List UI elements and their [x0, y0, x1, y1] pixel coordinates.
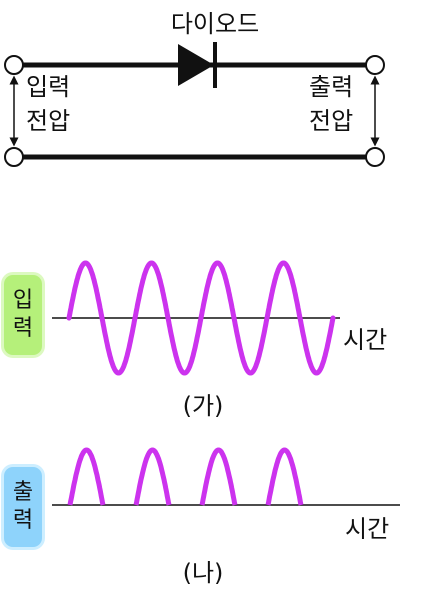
- input-voltage-label: 입력 전압: [26, 70, 70, 138]
- input-wave: [66, 260, 336, 376]
- input-time-label: 시간: [343, 326, 388, 354]
- output-terminal-bottom: [365, 147, 385, 167]
- output-voltage-line2: 전압: [309, 107, 354, 135]
- diode-label: 다이오드: [170, 10, 260, 38]
- output-time-label: 시간: [345, 515, 390, 543]
- output-voltage-line1: 출력: [309, 73, 354, 101]
- output-voltage-label: 출력 전압: [309, 70, 353, 138]
- input-caption: (가): [182, 392, 224, 420]
- diode-icon: [178, 44, 214, 86]
- input-voltage-line1: 입력: [26, 73, 71, 101]
- input-terminal-top: [4, 55, 24, 75]
- input-tag: 입 력: [4, 275, 42, 355]
- input-voltage-line2: 전압: [26, 107, 71, 135]
- output-tag-char2: 력: [12, 508, 34, 533]
- output-tag-char1: 출: [12, 480, 34, 505]
- input-tag-char2: 력: [12, 316, 34, 341]
- input-tag-char1: 입: [12, 288, 34, 313]
- output-wave: [67, 447, 304, 506]
- output-terminal-top: [365, 55, 385, 75]
- output-caption: (나): [182, 559, 224, 587]
- output-tag: 출 력: [4, 467, 42, 547]
- input-terminal-bottom: [4, 147, 24, 167]
